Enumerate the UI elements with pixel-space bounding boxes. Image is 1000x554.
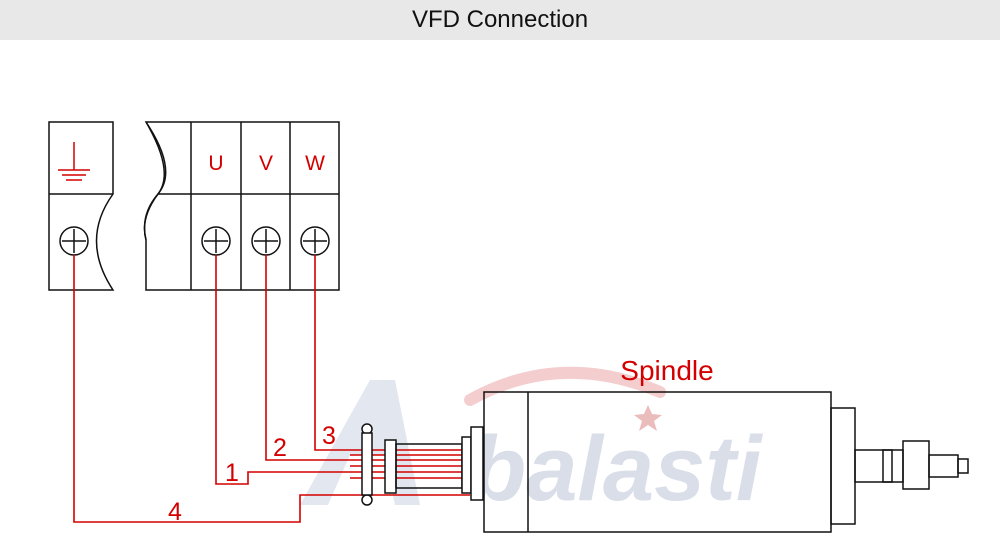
cable-connector <box>361 423 484 506</box>
svg-text:balasti: balasti <box>470 418 764 520</box>
wire-4 <box>73 255 470 523</box>
phase-terminal-block <box>143 121 340 291</box>
terminal-screw-w-icon <box>300 226 330 256</box>
ground-terminal-block <box>48 121 115 291</box>
wire-label-3: 3 <box>322 422 336 450</box>
spindle-body <box>483 391 969 533</box>
page-title: VFD Connection <box>411 6 589 33</box>
wires <box>73 255 470 523</box>
terminal-screw-u-icon <box>201 226 231 256</box>
wire-2 <box>265 255 470 461</box>
wire-label-1: 1 <box>225 459 239 487</box>
header-bar: VFD Connection <box>0 0 1000 40</box>
terminal-screw-v-icon <box>251 226 281 256</box>
ground-screw-icon <box>59 226 89 256</box>
wire-label-4: 4 <box>168 498 182 526</box>
vfd-connection-diagram: balasti U V W <box>48 121 969 533</box>
wire-label-2: 2 <box>273 434 287 462</box>
wire-3 <box>314 255 470 451</box>
terminal-label-w: W <box>305 152 325 175</box>
terminal-label-u: U <box>208 152 223 175</box>
spindle-label: Spindle <box>620 355 713 386</box>
ground-icon <box>58 142 90 181</box>
wire-1 <box>215 255 470 485</box>
terminal-label-v: V <box>259 152 273 175</box>
